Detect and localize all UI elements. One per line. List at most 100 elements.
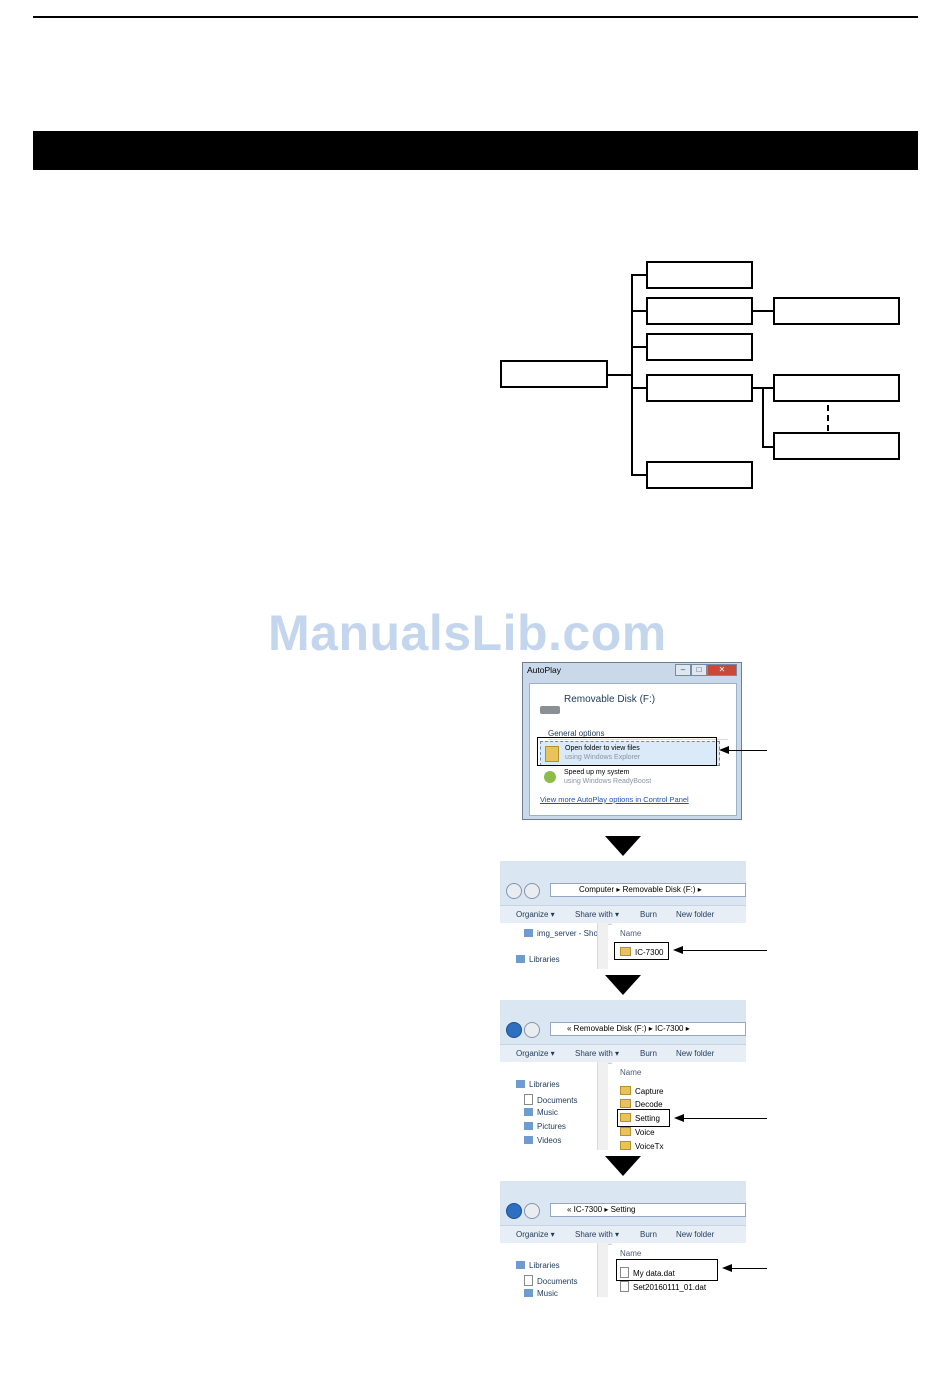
- share-with-menu[interactable]: Share with ▾: [575, 1049, 620, 1058]
- callout-arrowhead: [719, 746, 729, 754]
- highlight-box: [617, 1109, 670, 1127]
- nav-scrollbar[interactable]: [597, 1243, 608, 1297]
- highlight-box: [614, 942, 669, 960]
- forward-button[interactable]: [524, 1022, 540, 1038]
- file-item-my-data[interactable]: My data.dat: [620, 1267, 675, 1278]
- forward-button[interactable]: [524, 1203, 540, 1219]
- documents-icon: [524, 1275, 533, 1286]
- folder-icon: [620, 1141, 631, 1150]
- nav-item-music[interactable]: Music: [524, 1108, 558, 1117]
- organize-menu[interactable]: Organize ▾: [516, 1049, 555, 1058]
- drive-icon: [540, 706, 560, 714]
- column-header-name[interactable]: Name: [620, 1249, 642, 1258]
- address-bar[interactable]: « IC-7300 ▸ Setting: [550, 1203, 746, 1217]
- folder-icon: [620, 1099, 631, 1108]
- top-rule: [33, 16, 918, 18]
- folder-icon: [620, 1086, 631, 1095]
- back-button[interactable]: [506, 883, 522, 899]
- nav-item-videos[interactable]: Videos: [524, 1136, 561, 1145]
- minimize-button[interactable]: –: [675, 664, 691, 676]
- speed-up-option[interactable]: Speed up my system using Windows ReadyBo…: [540, 768, 720, 790]
- file-icon: [620, 1281, 629, 1292]
- column-header-name[interactable]: Name: [620, 929, 642, 938]
- libraries-icon: [516, 1261, 525, 1269]
- burn-button[interactable]: Burn: [640, 1049, 657, 1058]
- file-item-voicetx[interactable]: VoiceTx: [620, 1141, 663, 1150]
- file-item-ic7300[interactable]: IC-7300: [620, 947, 663, 957]
- watermark: ManualsLib.com: [268, 605, 667, 661]
- callout-arrowhead: [722, 1264, 732, 1272]
- nav-item-libraries[interactable]: Libraries: [516, 1261, 560, 1270]
- device-name: Removable Disk (F:): [564, 694, 656, 705]
- option-subtitle: using Windows Explorer: [565, 754, 641, 761]
- file-icon: [620, 1267, 629, 1278]
- folder-icon: [545, 746, 559, 762]
- share-with-menu[interactable]: Share with ▾: [575, 910, 620, 919]
- control-panel-link[interactable]: View more AutoPlay options in Control Pa…: [540, 795, 689, 804]
- section-label: General options: [548, 729, 605, 738]
- organize-menu[interactable]: Organize ▾: [516, 1230, 555, 1239]
- new-folder-button[interactable]: New folder: [676, 1049, 715, 1058]
- column-header-name[interactable]: Name: [620, 1068, 642, 1077]
- folder-icon: [620, 1127, 631, 1136]
- section-header-bar: [33, 131, 918, 170]
- address-bar[interactable]: Computer ▸ Removable Disk (F:) ▸: [550, 883, 746, 897]
- option-title: Open folder to view files: [565, 745, 640, 752]
- explorer-window-ic7300: « Removable Disk (F:) ▸ IC-7300 ▸ Organi…: [500, 1000, 746, 1150]
- tree-connector: [753, 310, 774, 312]
- callout-arrowhead: [673, 946, 683, 954]
- share-with-menu[interactable]: Share with ▾: [575, 1230, 620, 1239]
- new-folder-button[interactable]: New folder: [676, 1230, 715, 1239]
- tree-folder-box: [646, 333, 753, 361]
- organize-menu[interactable]: Organize ▾: [516, 910, 555, 919]
- new-folder-button[interactable]: New folder: [676, 910, 715, 919]
- tree-connector: [631, 274, 633, 475]
- file-item-capture[interactable]: Capture: [620, 1086, 663, 1096]
- maximize-button[interactable]: □: [691, 664, 707, 676]
- burn-button[interactable]: Burn: [640, 1230, 657, 1239]
- callout-arrow: [731, 1268, 767, 1269]
- burn-button[interactable]: Burn: [640, 910, 657, 919]
- open-folder-option[interactable]: Open folder to view files using Windows …: [540, 741, 720, 766]
- window-title: AutoPlay: [527, 665, 562, 675]
- back-button[interactable]: [506, 1203, 522, 1219]
- highlight-box: [616, 1259, 718, 1281]
- tree-subfolder-box: [773, 432, 900, 460]
- callout-arrowhead: [674, 1114, 684, 1122]
- nav-item-libraries[interactable]: Libraries: [516, 1080, 560, 1089]
- nav-item-documents[interactable]: Documents: [524, 1094, 577, 1105]
- nav-scrollbar[interactable]: [597, 923, 608, 969]
- network-drive-icon: [524, 929, 533, 937]
- tree-root-box: [500, 360, 608, 388]
- navigation-pane: Libraries Documents Music Pictures Video…: [500, 1062, 608, 1150]
- file-item-setting[interactable]: Setting: [620, 1113, 660, 1123]
- documents-icon: [524, 1094, 533, 1105]
- tree-connector: [631, 346, 647, 348]
- music-icon: [524, 1289, 533, 1297]
- navigation-pane: img_server - Shor Libraries: [500, 923, 608, 969]
- file-item-decode[interactable]: Decode: [620, 1099, 663, 1109]
- explorer-window-setting: « IC-7300 ▸ Setting Organize ▾ Share wit…: [500, 1181, 746, 1297]
- nav-item-pictures[interactable]: Pictures: [524, 1122, 566, 1131]
- back-button[interactable]: [506, 1022, 522, 1038]
- callout-arrow: [728, 750, 767, 751]
- autoplay-window: AutoPlay – □ ✕ Removable Disk (F:) Gener…: [522, 662, 742, 820]
- step-arrow-down: [605, 836, 641, 856]
- option-title: Speed up my system: [564, 769, 630, 776]
- forward-button[interactable]: [524, 883, 540, 899]
- file-item-set-file[interactable]: Set20160111_01.dat: [620, 1281, 706, 1292]
- tree-folder-box: [646, 297, 753, 325]
- videos-icon: [524, 1136, 533, 1144]
- close-button[interactable]: ✕: [707, 664, 737, 676]
- callout-arrow: [683, 1118, 767, 1119]
- nav-item-network-share[interactable]: img_server - Shor: [524, 929, 601, 938]
- nav-item-documents[interactable]: Documents: [524, 1275, 577, 1286]
- callout-arrow: [682, 950, 767, 951]
- readyboost-icon: [544, 771, 556, 783]
- tree-connector: [762, 446, 774, 448]
- address-bar[interactable]: « Removable Disk (F:) ▸ IC-7300 ▸: [550, 1022, 746, 1036]
- nav-item-music[interactable]: Music: [524, 1289, 558, 1297]
- nav-scrollbar[interactable]: [597, 1062, 608, 1150]
- nav-item-libraries[interactable]: Libraries: [516, 955, 560, 964]
- file-item-voice[interactable]: Voice: [620, 1127, 655, 1137]
